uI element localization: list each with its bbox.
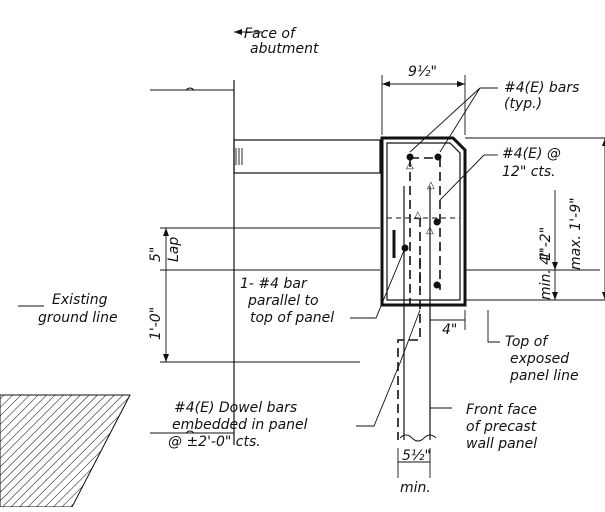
top-of-exposed-line1: Top of <box>505 334 549 350</box>
rebar-spacing-line2: 12" cts. <box>502 164 556 180</box>
front-face-line3: wall panel <box>466 436 537 452</box>
svg-text:△: △ <box>427 180 435 191</box>
panel-min-label: min. <box>400 480 431 496</box>
dowel-bars-line2: embedded in panel <box>172 417 308 433</box>
svg-text:△: △ <box>414 210 422 221</box>
vertical-1-label: 1'-2" <box>538 227 554 260</box>
face-of-abutment-line2: abutment <box>250 41 319 57</box>
vertical-2-label: min. 4" <box>538 249 554 300</box>
svg-text:△: △ <box>406 160 414 171</box>
svg-text:△: △ <box>426 225 434 236</box>
face-of-abutment-line1: Face of <box>244 26 297 42</box>
top-of-exposed-line2: exposed <box>510 351 569 367</box>
dim-top-width-label: 9½" <box>408 64 437 80</box>
dim-panel <box>397 448 431 478</box>
overall-height-label: max. 1'-9" <box>568 197 584 270</box>
front-face-line2: of precast <box>466 419 537 435</box>
barrier-cap <box>380 136 467 307</box>
dim-right-vertical <box>465 137 605 301</box>
rebar-typ-line2: (typ.) <box>504 96 542 112</box>
embed-depth-label: 1'-0" <box>148 307 164 340</box>
leaders <box>18 29 500 427</box>
offset-4-label: 4" <box>442 322 457 338</box>
existing-ground-line2: ground line <box>38 310 118 326</box>
lap-length-label: 5" <box>148 247 164 262</box>
front-face-line1: Front face <box>466 402 537 418</box>
dim-offset <box>429 310 466 330</box>
rebar-spacing-line1: #4(E) @ <box>502 146 561 162</box>
dowel-bars-line1: #4(E) Dowel bars <box>174 400 297 416</box>
dim-lap <box>160 227 380 363</box>
rebar: △ △ △ △ <box>392 153 442 305</box>
rebar-typ-line1: #4(E) bars <box>504 80 579 96</box>
dowel-bar <box>397 258 421 440</box>
dowel-bars-line3: @ ±2'-0" cts. <box>168 434 261 450</box>
lap-word-label: Lap <box>166 237 182 262</box>
parallel-bar-line2: parallel to <box>247 293 319 309</box>
ground-hatch <box>0 394 131 508</box>
approach-slab <box>233 139 381 174</box>
top-of-exposed-line3: panel line <box>509 368 579 384</box>
parallel-bar-line3: top of panel <box>250 310 334 326</box>
panel-thickness-label: 5½" <box>402 448 431 464</box>
parallel-bar-line1: 1- #4 bar <box>240 276 308 292</box>
dim-top-width <box>381 75 466 135</box>
existing-ground-line1: Existing <box>52 292 108 308</box>
